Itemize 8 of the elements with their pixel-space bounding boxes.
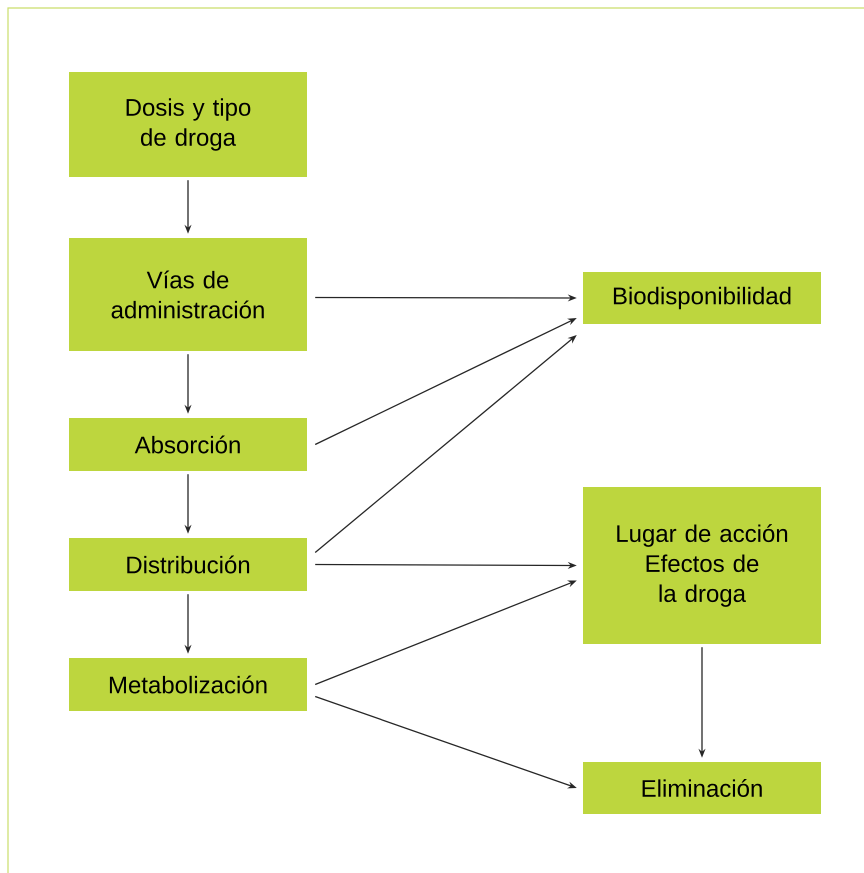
process-box: Distribución: [69, 538, 307, 591]
process-box: Dosis y tipo de droga: [69, 72, 307, 177]
process-box: Eliminación: [583, 762, 821, 814]
process-box: Biodisponibilidad: [583, 272, 821, 324]
process-box: Lugar de acción Efectos de la droga: [583, 487, 821, 644]
process-box: Absorción: [69, 418, 307, 471]
process-box: Vías de administración: [69, 238, 307, 351]
process-box: Metabolización: [69, 658, 307, 711]
